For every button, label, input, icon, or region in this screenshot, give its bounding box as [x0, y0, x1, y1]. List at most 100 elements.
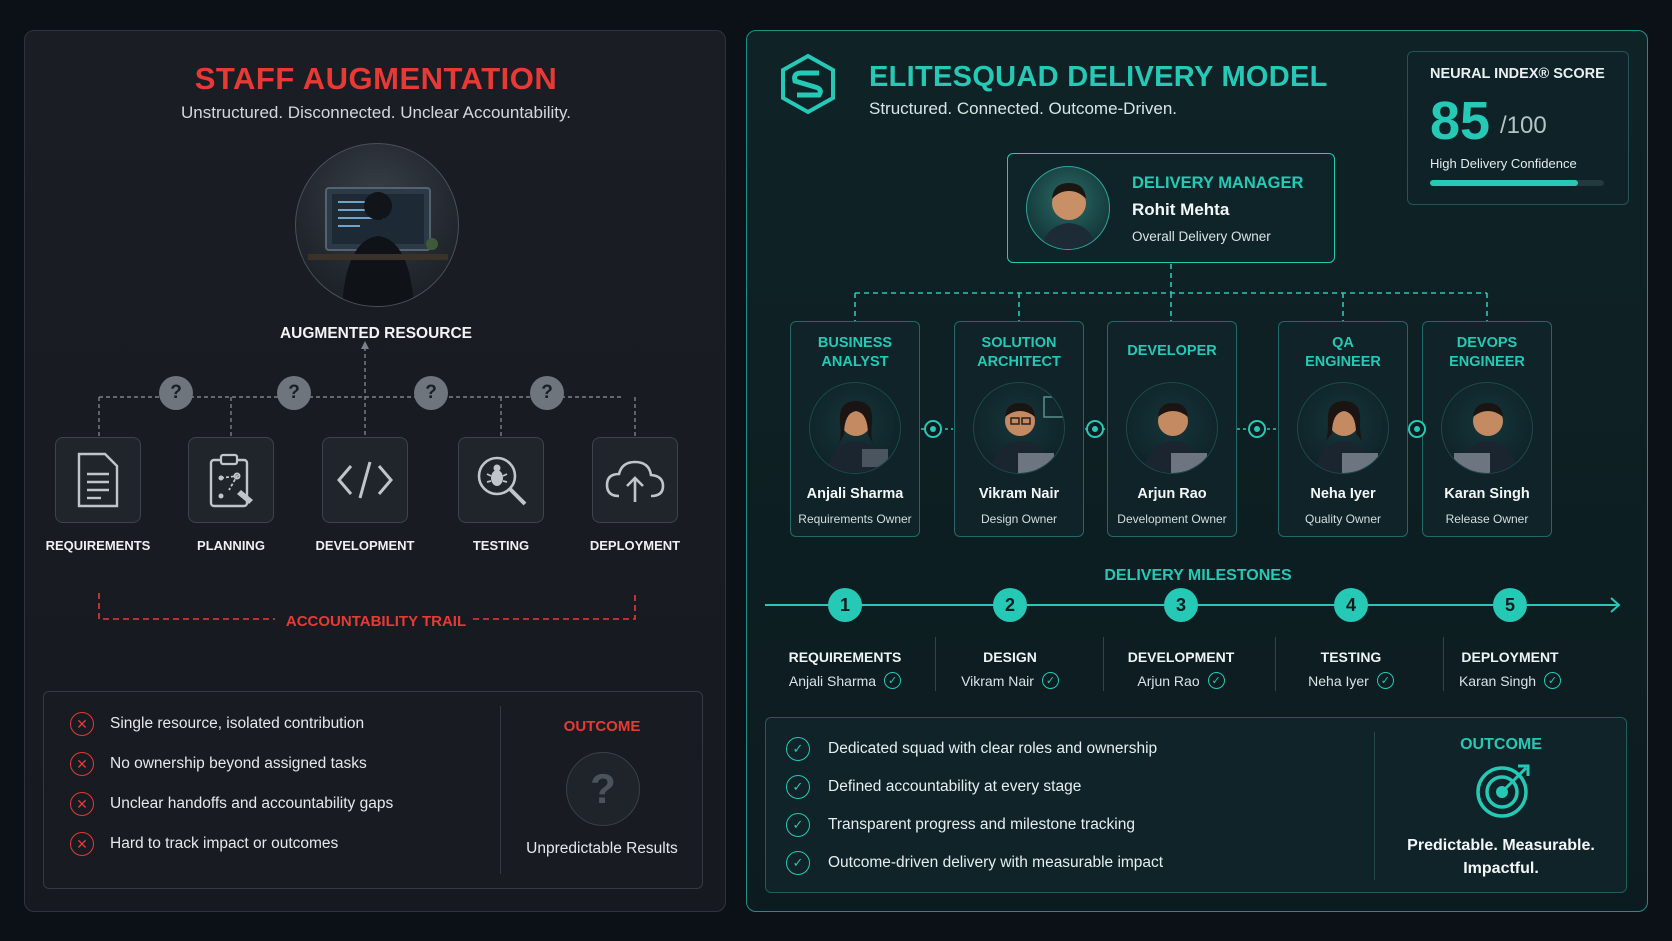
milestone-number: 5 — [1493, 588, 1527, 622]
divider — [1443, 637, 1444, 691]
stage-deployment — [592, 437, 678, 523]
milestone-label: DEPLOYMENT — [1461, 649, 1559, 665]
benefit-text: Dedicated squad with clear roles and own… — [828, 740, 1158, 757]
milestone-label: REQUIREMENTS — [788, 649, 902, 665]
check-circle-icon: ✓ — [1544, 672, 1562, 689]
delivery-manager-card: DELIVERY MANAGER Rohit Mehta Overall Del… — [1007, 153, 1335, 263]
link-node-icon — [924, 420, 942, 438]
stage-planning — [188, 437, 274, 523]
stage-label: TESTING — [472, 538, 530, 553]
left-title: STAFF AUGMENTATION — [194, 61, 558, 96]
avatar — [1297, 382, 1389, 474]
right-outcome-text: Predictable. Measurable. Impactful. — [1374, 834, 1628, 880]
team-member-card: SOLUTION ARCHITECT Vikram Nair Design Ow… — [954, 321, 1084, 537]
document-icon — [77, 452, 119, 508]
question-mark-badge: ? — [530, 376, 564, 410]
team-member-card: DEVELOPER Arjun Rao Development Owner — [1107, 321, 1237, 537]
x-circle-icon: ✕ — [70, 832, 94, 856]
check-circle-icon: ✓ — [884, 672, 902, 689]
member-desc: Release Owner — [1445, 512, 1529, 526]
member-role: ANALYST — [821, 354, 889, 370]
question-mark-badge: ? — [414, 376, 448, 410]
milestone-number: 4 — [1334, 588, 1368, 622]
left-outcome-title: OUTCOME — [563, 718, 641, 735]
divider — [1374, 732, 1375, 880]
outcome-line: Predictable. Measurable. — [1407, 837, 1595, 854]
milestone-number: 3 — [1164, 588, 1198, 622]
list-item: ✓ Outcome-driven delivery with measurabl… — [786, 844, 1163, 882]
member-desc: Development Owner — [1117, 512, 1227, 526]
manager-name: Rohit Mehta — [1132, 200, 1230, 219]
score-label: NEURAL INDEX® SCORE — [1430, 66, 1605, 82]
target-icon — [1476, 764, 1530, 818]
milestone-owner: Karan Singh ✓ — [1425, 672, 1595, 689]
issue-text: No ownership beyond assigned tasks — [110, 755, 367, 772]
member-name: Arjun Rao — [1137, 486, 1207, 502]
clipboard-icon — [209, 453, 253, 508]
divider — [935, 637, 936, 691]
stage-label: DEVELOPMENT — [315, 538, 415, 553]
milestone-owner-name: Neha Iyer — [1308, 672, 1369, 689]
member-name: Anjali Sharma — [806, 486, 904, 502]
member-name: Karan Singh — [1444, 486, 1530, 502]
member-role: BUSINESS — [817, 335, 893, 351]
bug-search-icon — [477, 456, 527, 506]
question-circle-icon: ? — [566, 752, 640, 826]
left-connector-lines — [98, 341, 636, 620]
check-circle-icon: ✓ — [1207, 672, 1225, 689]
milestone-owner-name: Anjali Sharma — [788, 672, 877, 689]
augmented-resource-label: AUGMENTED RESOURCE — [279, 325, 473, 342]
member-role: ARCHITECT — [977, 354, 1061, 370]
check-circle-icon: ✓ — [786, 813, 810, 837]
member-desc: Design Owner — [980, 512, 1058, 526]
link-node-icon — [1248, 420, 1266, 438]
milestone-label: TESTING — [1320, 649, 1382, 665]
milestone-number: 1 — [828, 588, 862, 622]
milestone-owner: Vikram Nair ✓ — [925, 672, 1095, 689]
benefit-text: Defined accountability at every stage — [828, 778, 1082, 795]
list-item: ✓ Transparent progress and milestone tra… — [786, 806, 1163, 844]
score-progress-fill — [1430, 180, 1578, 186]
stage-label: PLANNING — [197, 538, 265, 553]
check-circle-icon: ✓ — [1376, 672, 1394, 689]
score-value: 85 — [1430, 91, 1491, 151]
issue-text: Unclear handoffs and accountability gaps — [110, 795, 394, 812]
score-max: /100 — [1500, 112, 1547, 139]
member-role: DEVELOPER — [1127, 343, 1217, 359]
member-role: ENGINEER — [1449, 354, 1525, 370]
x-circle-icon: ✕ — [70, 712, 94, 736]
benefit-list: ✓ Dedicated squad with clear roles and o… — [786, 730, 1163, 882]
x-circle-icon: ✕ — [70, 792, 94, 816]
member-role: QA — [1332, 335, 1354, 351]
right-outcome-box: ✓ Dedicated squad with clear roles and o… — [765, 717, 1627, 893]
augmented-resource-avatar — [295, 143, 459, 307]
milestone-number: 2 — [993, 588, 1027, 622]
milestones-title: DELIVERY MILESTONES — [1104, 567, 1292, 584]
elitesquad-panel: ELITESQUAD DELIVERY MODEL Structured. Co… — [746, 30, 1648, 912]
milestone-owner: Arjun Rao ✓ — [1096, 672, 1266, 689]
benefit-text: Transparent progress and milestone track… — [828, 816, 1135, 833]
right-subtitle: Structured. Connected. Outcome-Driven. — [869, 99, 1178, 118]
milestone-owner: Anjali Sharma ✓ — [760, 672, 930, 689]
question-mark-badge: ? — [277, 376, 311, 410]
milestone-owner-name: Karan Singh — [1458, 672, 1537, 689]
link-node-icon — [1086, 420, 1104, 438]
divider — [1103, 637, 1104, 691]
divider — [500, 706, 501, 874]
milestone-owner-name: Arjun Rao — [1137, 672, 1200, 689]
accountability-trail-label: ACCOUNTABILITY TRAIL — [285, 613, 467, 630]
left-subtitle: Unstructured. Disconnected. Unclear Acco… — [181, 103, 571, 122]
member-role: DEVOPS — [1456, 335, 1518, 351]
stage-testing — [458, 437, 544, 523]
check-circle-icon: ✓ — [786, 851, 810, 875]
avatar — [1441, 382, 1533, 474]
team-member-card: QA ENGINEER Neha Iyer Quality Owner — [1278, 321, 1408, 537]
member-role: ENGINEER — [1305, 354, 1381, 370]
left-outcome-box: ✕ Single resource, isolated contribution… — [43, 691, 703, 889]
member-desc: Quality Owner — [1304, 512, 1382, 526]
issue-text: Hard to track impact or outcomes — [110, 835, 339, 852]
member-name: Vikram Nair — [978, 486, 1060, 502]
code-icon — [337, 461, 393, 499]
benefit-text: Outcome-driven delivery with measurable … — [828, 854, 1164, 871]
score-caption: High Delivery Confidence — [1430, 156, 1577, 171]
